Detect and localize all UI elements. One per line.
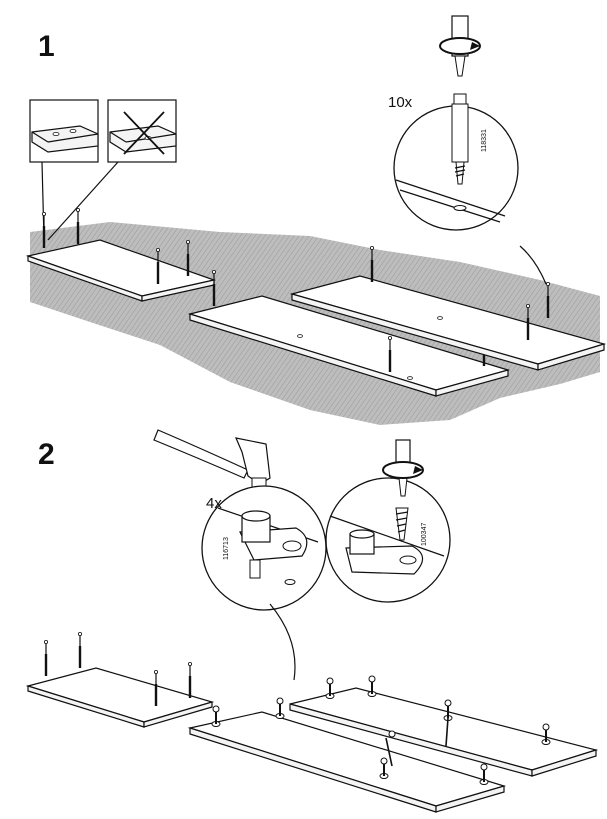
correct-side-detail	[29, 99, 99, 241]
step-2-part-number-left: 116713	[223, 537, 230, 560]
cam-plate-icon	[345, 529, 424, 575]
panel-small-step-2	[25, 631, 215, 728]
screw-icon	[395, 507, 409, 541]
step-1-number: 1	[38, 30, 55, 63]
dowel-detail-callout: 10x 118331	[388, 93, 547, 285]
step-1-part-number: 118331	[481, 129, 488, 152]
cam-fitting-detail-callout: 4x 116713	[201, 485, 327, 681]
incorrect-side-detail	[47, 99, 177, 241]
rotate-clockwise-icon-step-2	[382, 461, 424, 479]
step-2: 2 4x 116713	[25, 429, 599, 813]
step-2-number: 2	[38, 438, 55, 471]
cross-out-icon	[123, 111, 165, 155]
panel-long-back	[289, 245, 607, 371]
dowel-icon	[451, 93, 469, 185]
rotate-clockwise-icon	[439, 37, 481, 55]
step-2-part-number-right: 100347	[421, 523, 428, 546]
hammer-icon	[153, 429, 271, 495]
panel-long-front	[187, 269, 511, 397]
step-1: 1	[25, 15, 607, 425]
panel-long-back-step-2	[289, 675, 599, 777]
panel-long-front-step-2	[187, 697, 507, 813]
step-2-quantity: 4x	[206, 495, 222, 512]
cam-fitting-icon	[239, 510, 308, 579]
screw-detail-callout: 100347	[325, 477, 451, 603]
step-1-quantity: 10x	[388, 94, 413, 111]
